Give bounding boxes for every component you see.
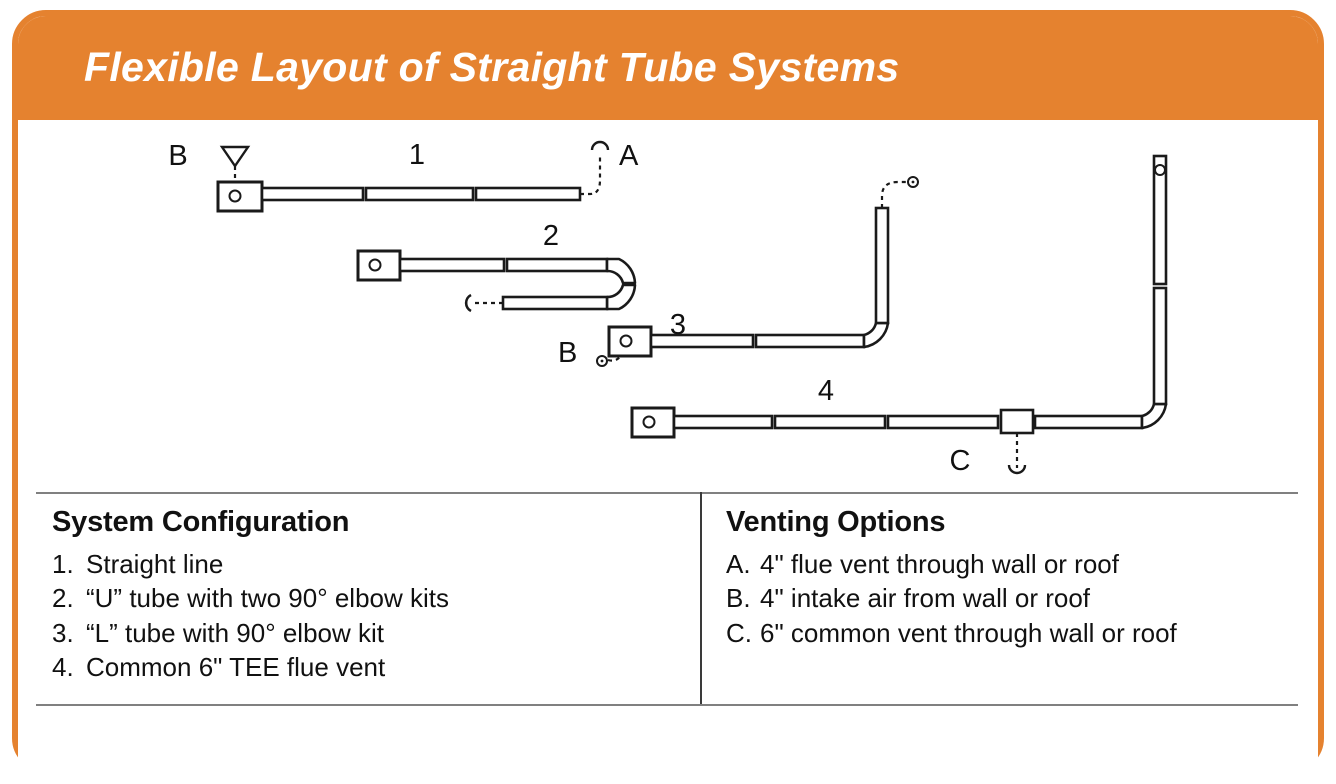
list-item: B. 4" intake air from wall or roof <box>726 581 1286 615</box>
list-item-text: 4" flue vent through wall or roof <box>760 549 1119 579</box>
layout-row-2: 2 <box>356 220 637 313</box>
appliance-box-row2 <box>356 249 402 282</box>
tube-segments-row1 <box>260 186 582 202</box>
list-item-text: 6" common vent through wall or roof <box>760 617 1177 648</box>
legend-bottom-rule <box>36 704 1298 706</box>
elbow-kit-row3 <box>862 321 890 349</box>
list-item: C. 6" common vent through wall or roof <box>726 616 1286 650</box>
tube-segments-row2-supply <box>398 257 609 273</box>
layout-row-1: B <box>168 139 639 213</box>
appliance-box-row1 <box>216 180 264 213</box>
vent-label-b-row1: B <box>168 140 187 172</box>
title-header: Flexible Layout of Straight Tube Systems <box>18 16 1318 120</box>
list-item-text: 4" intake air from wall or roof <box>760 583 1091 614</box>
row-number-1: 1 <box>409 139 425 171</box>
intake-arrow-icon-row1 <box>219 145 251 182</box>
vertical-riser-row3 <box>874 206 890 325</box>
row-number-3: 3 <box>670 309 686 341</box>
content-area: B <box>18 120 1318 772</box>
list-item-key: B. <box>726 583 751 614</box>
list-item-text: Straight line <box>86 549 224 579</box>
list-item: A. 4" flue vent through wall or roof <box>726 547 1286 581</box>
common-vent-drop-row4 <box>1007 433 1027 475</box>
vent-label-c-row4: C <box>950 445 971 477</box>
return-terminal-row2 <box>464 293 503 313</box>
list-item-text: “L” tube with 90° elbow kit <box>86 617 384 648</box>
page-title: Flexible Layout of Straight Tube Systems <box>84 44 900 90</box>
common-vertical-stack <box>1152 154 1168 406</box>
appliance-box-row3 <box>607 325 653 358</box>
venting-options-list: A. 4" flue vent through wall or roof B. … <box>726 547 1286 650</box>
system-configuration-heading: System Configuration <box>52 506 350 538</box>
list-item-text: Common 6" TEE flue vent <box>86 651 386 682</box>
list-item: 4. Common 6" TEE flue vent <box>52 650 692 684</box>
venting-options-heading: Venting Options <box>726 506 946 538</box>
legend-panel: System Configuration 1. Straight line 2.… <box>36 492 1298 718</box>
list-item-key: 3. <box>52 617 74 648</box>
list-item-key: A. <box>726 549 751 579</box>
appliance-box-row4 <box>630 406 676 439</box>
system-configuration-column: System Configuration 1. Straight line 2.… <box>52 506 692 684</box>
tee-fitting-row4 <box>999 408 1035 435</box>
list-item-key: 4. <box>52 651 74 682</box>
tube-layout-svg: B <box>168 139 1168 477</box>
elbow-kit-upper-row2 <box>605 257 637 285</box>
flue-terminal-row3 <box>880 176 919 208</box>
list-item-text: “U” tube with two 90° elbow kits <box>86 583 449 614</box>
vent-label-b-row3: B <box>558 337 577 369</box>
list-item-key: 1. <box>52 549 74 579</box>
layout-row-4: 4 <box>630 154 1168 477</box>
tube-segments-row3 <box>649 333 866 349</box>
list-item: 3. “L” tube with 90° elbow kit <box>52 616 692 650</box>
list-item: 2. “U” tube with two 90° elbow kits <box>52 581 692 615</box>
tube-segment-row2-return <box>501 295 609 311</box>
elbow-kit-lower-row2 <box>605 283 637 311</box>
elbow-kit-row4 <box>1140 402 1168 430</box>
list-item-key: 2. <box>52 583 74 614</box>
layout-row-3: 3 B <box>558 176 919 369</box>
legend-vertical-divider <box>700 492 702 706</box>
legend-top-rule <box>36 492 1298 494</box>
vent-label-a-row1: A <box>619 140 639 172</box>
list-item-key: C. <box>726 617 752 648</box>
venting-options-column: Venting Options A. 4" flue vent through … <box>726 506 1286 650</box>
tube-segments-row4 <box>672 414 1144 430</box>
list-item: 1. Straight line <box>52 547 692 581</box>
bordered-card: Flexible Layout of Straight Tube Systems… <box>12 10 1324 772</box>
row-number-4: 4 <box>818 375 834 407</box>
row-number-2: 2 <box>543 220 559 252</box>
flue-vent-a-row1 <box>580 140 610 196</box>
system-configuration-list: 1. Straight line 2. “U” tube with two 90… <box>52 547 692 684</box>
diagram-canvas: B <box>18 120 1318 492</box>
